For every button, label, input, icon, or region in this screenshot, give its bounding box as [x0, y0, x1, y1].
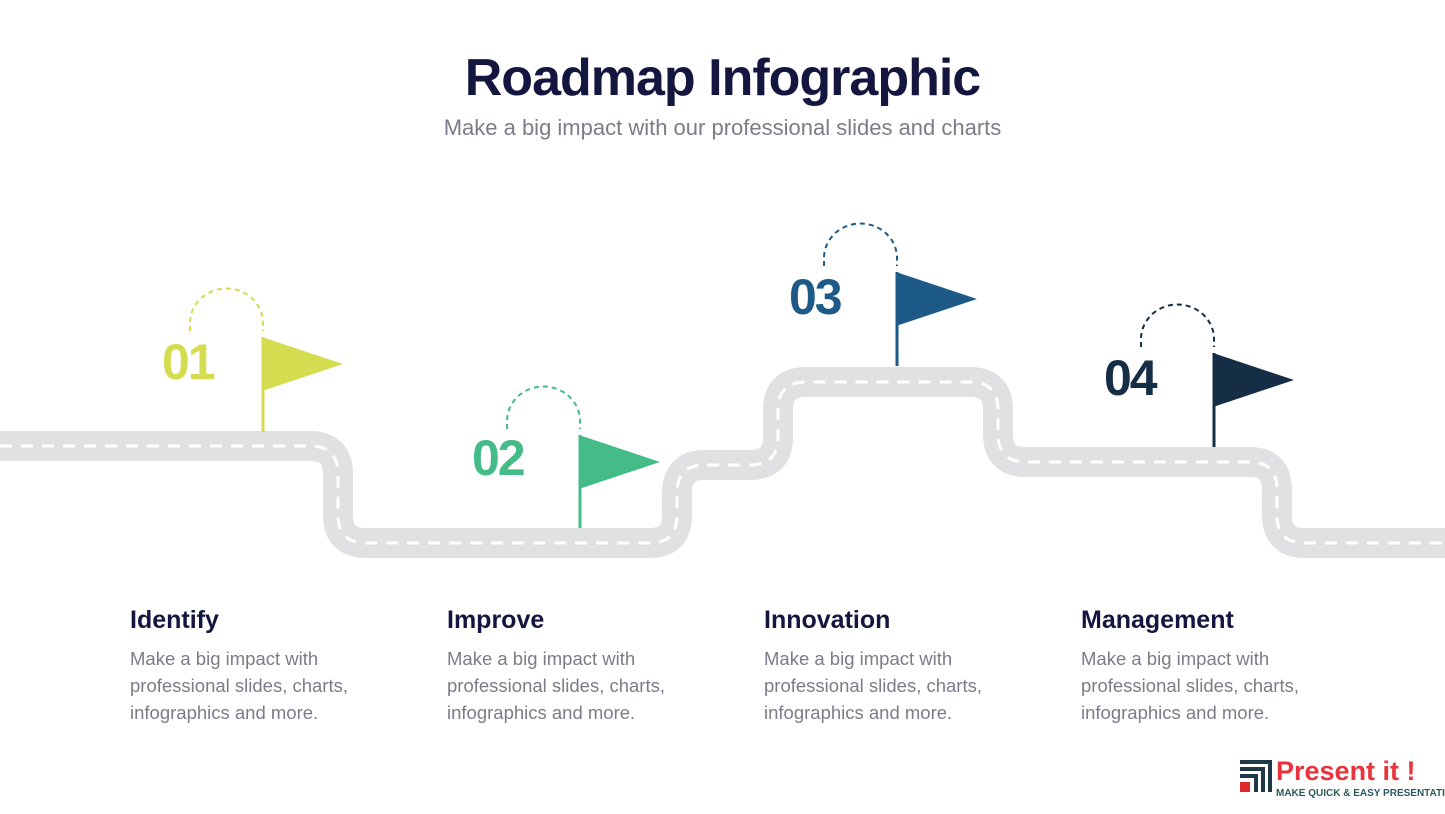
- milestone-number-4: 04: [1104, 350, 1158, 406]
- flag-banner: [1213, 353, 1294, 407]
- road-dashes: [0, 380, 1445, 545]
- flag-icon: [189, 287, 343, 432]
- flag-banner: [896, 272, 977, 326]
- logo-tagline: MAKE QUICK & EASY PRESENTATIONS: [1276, 788, 1445, 799]
- page-title: Roadmap Infographic: [464, 49, 981, 107]
- dashed-arc: [506, 385, 581, 429]
- dashed-arc: [189, 287, 264, 331]
- logo-mark-icon: [1240, 760, 1272, 792]
- milestone-card-4: Management Make a big impact with profes…: [1081, 606, 1341, 726]
- present-it-logo: Present it ! MAKE QUICK & EASY PRESENTAT…: [1238, 756, 1445, 799]
- milestone-number-1: 01: [162, 334, 216, 390]
- flag-banner: [262, 337, 343, 391]
- dashed-arc: [1140, 303, 1215, 347]
- flag-banner: [579, 435, 660, 489]
- milestone-card-1: Identify Make a big impact with professi…: [130, 606, 390, 726]
- milestone-title: Innovation: [764, 606, 891, 634]
- milestone-number-2: 02: [472, 430, 526, 486]
- milestone-title: Management: [1081, 606, 1234, 634]
- page-subtitle: Make a big impact with our professional …: [443, 115, 1002, 140]
- flag-icon: [506, 385, 660, 528]
- flag-icon: [823, 222, 977, 366]
- milestone-description: Make a big impact with professional slid…: [1081, 648, 1299, 723]
- logo-brand: Present it !: [1276, 756, 1416, 786]
- milestone-description: Make a big impact with professional slid…: [764, 648, 982, 723]
- flag-icon: [1140, 303, 1294, 447]
- milestone-title: Identify: [130, 606, 219, 634]
- milestone-card-2: Improve Make a big impact with professio…: [447, 606, 707, 726]
- milestone-description: Make a big impact with professional slid…: [130, 648, 348, 723]
- milestone-description: Make a big impact with professional slid…: [447, 648, 665, 723]
- milestone-number-3: 03: [789, 269, 843, 325]
- dashed-arc: [823, 222, 898, 266]
- milestone-card-3: Innovation Make a big impact with profes…: [764, 606, 1024, 726]
- milestone-title: Improve: [447, 606, 545, 634]
